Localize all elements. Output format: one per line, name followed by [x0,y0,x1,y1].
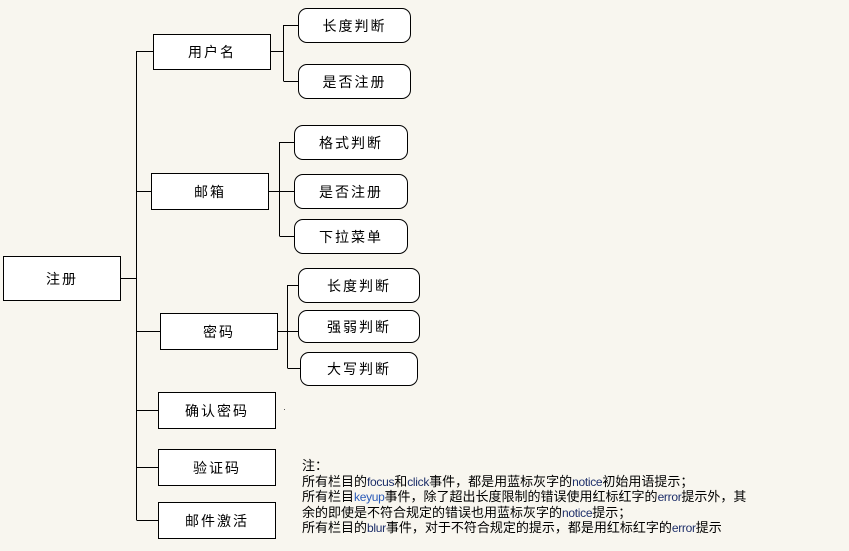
note-line: 所有栏目的blur事件，对于不符合规定的提示，都是用红标红字的error提示 [302,521,746,537]
note-lines: 所有栏目的focus和click事件，都是用蓝标灰字的notice初始用语提示；… [302,475,746,537]
node-password: 密码 [160,313,278,350]
note-keyword: click [407,474,430,489]
note-line: 所有栏目keyup事件，除了超出长度限制的错误使用红标红字的error提示外，其 [302,490,746,506]
note-keyword: blur [367,521,386,535]
note-text: 所有栏目的 [302,474,368,490]
note-text: 事件，除了超出长度限制的错误使用红标红字的 [384,490,658,505]
note-keyword: error [671,521,696,535]
note-text: 事件，都是用蓝标灰字的 [429,474,573,490]
note-keyword: error [657,490,682,504]
node-email: 邮箱 [151,173,269,210]
note-keyword: notice [562,505,593,520]
note-block: 注： 所有栏目的focus和click事件，都是用蓝标灰字的notice初始用语… [302,459,746,537]
node-captcha: 验证码 [158,449,276,486]
node-username-length-check: 长度判断 [298,8,411,43]
stray-dot [284,409,285,410]
node-password-length-check: 长度判断 [298,268,420,303]
node-email-activation: 邮件激活 [158,502,276,539]
note-text: 余的即使是不符合规定的错误也用蓝标灰字的 [302,505,563,521]
note-text: 所有栏目的 [302,521,368,536]
note-text: 提示外，其 [681,490,747,505]
note-title: 注： [302,459,329,474]
note-line: 余的即使是不符合规定的错误也用蓝标灰字的notice提示； [302,506,746,522]
node-username-registered-check: 是否注册 [298,64,411,99]
note-text: 所有栏目 [302,490,355,505]
note-keyword: focus [367,474,395,489]
root-node-register: 注册 [3,256,121,301]
note-line: 所有栏目的focus和click事件，都是用蓝标灰字的notice初始用语提示； [302,475,746,491]
note-text: 和 [394,474,408,490]
node-username: 用户名 [153,34,271,70]
note-text: 提示 [695,521,722,536]
note-text: 提示； [592,505,632,521]
node-confirm-password: 确认密码 [158,392,276,429]
note-keyword: keyup [354,490,385,504]
node-email-dropdown-menu: 下拉菜单 [294,219,408,254]
node-email-registered-check: 是否注册 [294,174,408,209]
node-email-format-check: 格式判断 [294,125,408,160]
note-keyword: notice [572,474,603,489]
note-text: 事件，对于不符合规定的提示，都是用红标红字的 [385,521,672,536]
node-password-strength-check: 强弱判断 [298,310,420,343]
node-password-capslock-check: 大写判断 [300,352,418,386]
note-text: 初始用语提示； [602,474,694,490]
